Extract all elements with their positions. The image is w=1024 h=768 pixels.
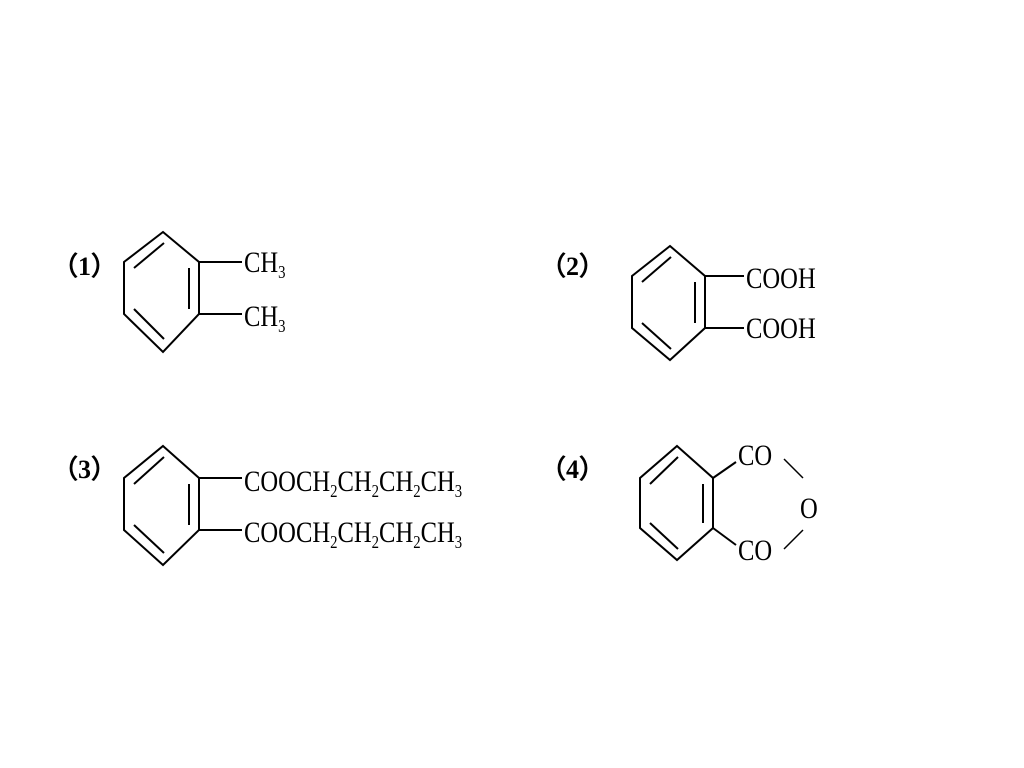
methyl-group-bottom: CH3 [244,300,286,336]
bond-lines-1 [199,261,242,315]
formula-text: COOCH [244,465,331,498]
formula-subscript: 2 [371,532,380,552]
formula-text: CH [244,246,279,279]
formula-text: CH [420,516,455,549]
compound-label-4: （4） [540,455,606,484]
formula-text: O [800,492,818,525]
formula-subscript: 3 [278,262,286,282]
methyl-group-top: CH3 [244,246,286,282]
ester-chain-bottom: COOCH2CH2CH2CH3 [244,516,463,552]
formula-text: CH [379,516,414,549]
formula-text: CO [738,534,773,567]
compound-label-2: （2） [540,252,606,281]
formula-subscript: 2 [413,481,421,501]
bond-lines-2 [705,275,744,329]
formula-text: COOCH [244,516,331,549]
compound-label-3: （3） [52,455,118,484]
formula-text: COOH [746,262,816,295]
ester-chain-top: COOCH2CH2CH2CH3 [244,465,463,501]
formula-subscript: 3 [454,532,463,552]
formula-text: COOH [746,312,816,345]
formula-subscript: 3 [278,316,286,336]
formula-text: CO [738,439,773,472]
compound-label-1: （1） [52,252,118,281]
carbonyl-group-bottom: CO [738,536,772,566]
formula-subscript: 2 [330,481,338,501]
bond-lines-3 [199,477,242,531]
bond-lines-4 [712,461,737,546]
bridge-oxygen-atom: O [800,494,818,524]
carboxyl-group-top: COOH [746,264,816,294]
formula-subscript: 2 [330,532,338,552]
formula-subscript: 3 [454,481,463,501]
formula-text: CH [337,516,372,549]
anhydride-bridge-bonds [783,458,804,550]
formula-subscript: 2 [371,481,380,501]
carbonyl-group-top: CO [738,441,772,471]
formula-text: CH [244,300,279,333]
formula-subscript: 2 [413,532,421,552]
carboxyl-group-bottom: COOH [746,314,816,344]
formula-text: CH [420,465,455,498]
formula-text: CH [379,465,414,498]
formula-text: CH [337,465,372,498]
